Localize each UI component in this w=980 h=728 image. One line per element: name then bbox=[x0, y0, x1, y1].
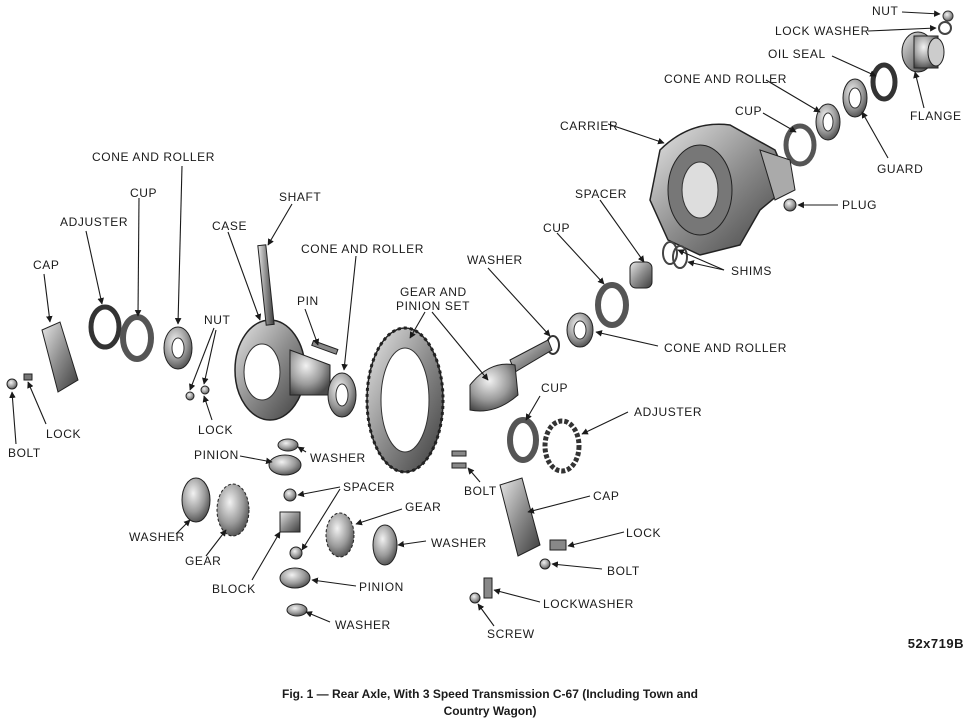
label-plug: PLUG bbox=[842, 198, 878, 212]
shims-part bbox=[662, 241, 688, 269]
ring-gear-part bbox=[365, 326, 445, 474]
label-cup-left: CUP bbox=[130, 186, 158, 200]
gear-center-part bbox=[325, 512, 355, 558]
shaft-part bbox=[257, 244, 275, 326]
nut-top-part bbox=[938, 10, 954, 35]
label-gear-pinion-1: GEAR AND bbox=[400, 285, 467, 299]
label-carrier: CARRIER bbox=[560, 119, 619, 133]
cone-roller-mid-part bbox=[327, 372, 357, 418]
adjuster-left-part bbox=[88, 304, 122, 350]
washer-bottom-part bbox=[286, 603, 308, 617]
cup-right-part bbox=[507, 417, 539, 463]
label-cone-roller-left: CONE AND ROLLER bbox=[92, 150, 216, 164]
label-block: BLOCK bbox=[212, 582, 256, 596]
label-lockwasher: LOCKWASHER bbox=[543, 597, 634, 611]
label-adjuster-left: ADJUSTER bbox=[60, 215, 129, 229]
label-bolt-left: BOLT bbox=[8, 446, 41, 460]
label-bolt-right: BOLT bbox=[607, 564, 640, 578]
label-cap-right: CAP bbox=[593, 489, 620, 503]
label-pinion-top: PINION bbox=[194, 448, 239, 462]
label-washer-right: WASHER bbox=[431, 536, 487, 550]
label-shims: SHIMS bbox=[731, 264, 773, 278]
label-adjuster-right: ADJUSTER bbox=[634, 405, 703, 419]
cone-roller-left-part bbox=[163, 326, 193, 370]
figure-reference: 52x719B bbox=[907, 636, 964, 651]
label-gear-pinion-2: PINION SET bbox=[396, 299, 471, 313]
label-lock-left: LOCK bbox=[46, 427, 82, 441]
label-case: CASE bbox=[212, 219, 248, 233]
label-screw: SCREW bbox=[487, 627, 535, 641]
cup-top-part bbox=[783, 123, 817, 167]
washer-right-part bbox=[372, 524, 398, 566]
bolt-center-part bbox=[451, 450, 467, 469]
cup-left-part bbox=[120, 314, 154, 362]
washer-small-part bbox=[277, 438, 299, 452]
label-washer-mid: WASHER bbox=[467, 253, 523, 267]
nut-left-part bbox=[185, 385, 210, 401]
bolt-right-part bbox=[539, 558, 551, 570]
label-spacer-center: SPACER bbox=[343, 480, 396, 494]
label-oil-seal: OIL SEAL bbox=[768, 47, 826, 61]
label-lock-right: LOCK bbox=[626, 526, 662, 540]
caption-line-2: Country Wagon) bbox=[443, 704, 537, 718]
label-washer-small: WASHER bbox=[310, 451, 366, 465]
adjuster-right-part bbox=[542, 418, 582, 474]
label-gear-center: GEAR bbox=[405, 500, 442, 514]
spacer-top-part bbox=[629, 261, 653, 289]
cap-left-part bbox=[41, 321, 79, 393]
label-gear-left: GEAR bbox=[185, 554, 222, 568]
cap-right-part bbox=[499, 477, 541, 557]
lockwasher-screw-part bbox=[469, 577, 493, 604]
label-guard: GUARD bbox=[877, 162, 924, 176]
pinion-bottom-part bbox=[279, 567, 311, 589]
label-washer-left: WASHER bbox=[129, 530, 185, 544]
label-cone-roller-right: CONE AND ROLLER bbox=[664, 341, 788, 355]
gear-left-part bbox=[216, 483, 250, 537]
pinion-top-part bbox=[268, 454, 302, 476]
block-part bbox=[279, 511, 301, 533]
label-cone-roller-mid: CONE AND ROLLER bbox=[301, 242, 425, 256]
label-flange: FLANGE bbox=[910, 109, 962, 123]
label-shaft: SHAFT bbox=[279, 190, 322, 204]
lock-right-part bbox=[549, 539, 567, 551]
cone-roller-top-part bbox=[815, 103, 841, 141]
label-cone-roller-top: CONE AND ROLLER bbox=[664, 72, 788, 86]
washer-left-part bbox=[181, 477, 211, 523]
spacer-center-part bbox=[283, 488, 303, 560]
label-nut-left: NUT bbox=[204, 313, 231, 327]
label-nut-top: NUT bbox=[872, 4, 899, 18]
cone-roller-right-part bbox=[566, 312, 594, 348]
pinion-shaft-part bbox=[469, 339, 553, 412]
cup-mid-part bbox=[595, 282, 629, 328]
label-cup-top: CUP bbox=[735, 104, 763, 118]
case-part bbox=[234, 319, 331, 421]
label-bolt-center: BOLT bbox=[464, 484, 497, 498]
plug-part bbox=[783, 198, 797, 212]
leader-lines bbox=[9, 10, 941, 627]
figure-caption: Fig. 1 — Rear Axle, With 3 Speed Transmi… bbox=[160, 686, 820, 720]
pin-part bbox=[311, 340, 339, 355]
carrier-part bbox=[649, 123, 796, 256]
oil-seal-part bbox=[870, 62, 898, 102]
label-washer-bottom: WASHER bbox=[335, 618, 391, 632]
label-pin: PIN bbox=[297, 294, 319, 308]
label-lock-washer: LOCK WASHER bbox=[775, 24, 870, 38]
label-pinion-bottom: PINION bbox=[359, 580, 404, 594]
bolt-left-part bbox=[6, 373, 33, 390]
guard-part bbox=[842, 78, 868, 118]
label-cup-right: CUP bbox=[541, 381, 569, 395]
label-lock-center: LOCK bbox=[198, 423, 234, 437]
flange-part bbox=[901, 31, 945, 73]
label-cap-left: CAP bbox=[33, 258, 60, 272]
label-spacer-top: SPACER bbox=[575, 187, 628, 201]
caption-line-1: Fig. 1 — Rear Axle, With 3 Speed Transmi… bbox=[282, 687, 698, 701]
label-cup-mid: CUP bbox=[543, 221, 571, 235]
